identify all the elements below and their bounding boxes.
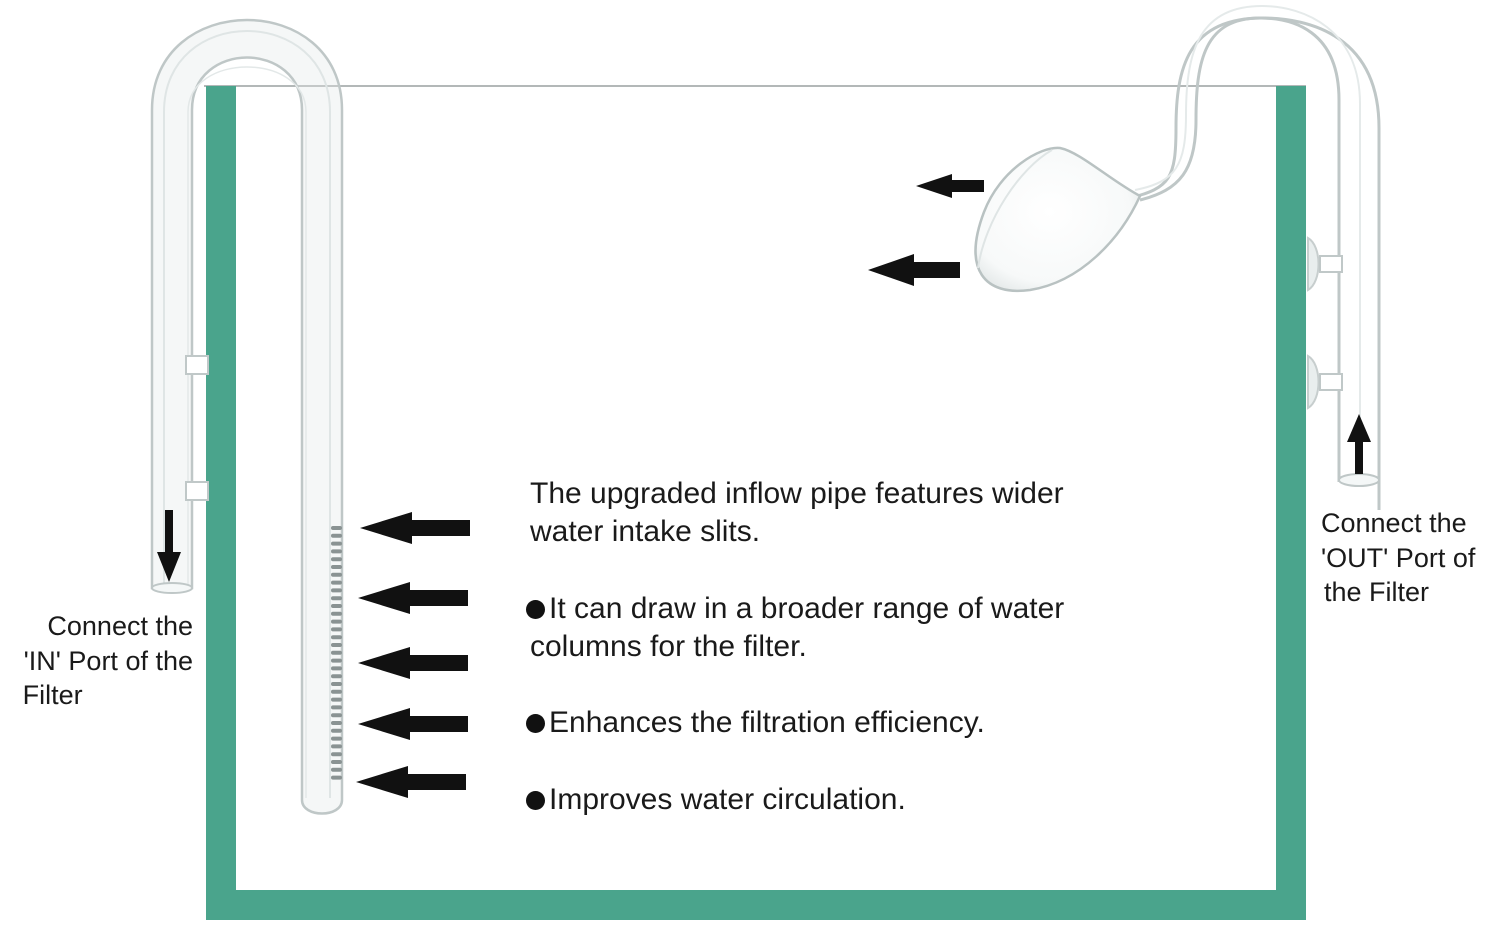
description-intro: The upgraded inflow pipe features wider … [530,475,1064,551]
outflow-pipe [974,4,1381,510]
arrow-left-icon [356,766,466,798]
intake-slit [331,572,342,577]
arrow-down-icon [157,510,181,582]
in-port-label-line-1: Connect the [47,611,193,641]
in-port-label-line-3: Filter [22,680,83,710]
intake-slit [331,588,342,593]
arrow-left-icon [868,254,960,286]
bullet-item: It can draw in a broader range of water … [526,590,1064,666]
intake-slit [331,689,342,694]
intake-slit [331,682,342,686]
arrow-up-icon [1347,414,1371,474]
arrow-left-icon [916,174,984,198]
intake-slit [331,736,342,741]
intake-slit [331,752,342,757]
intake-slit [331,533,342,538]
intake-slit [331,635,342,640]
bullet-dot-icon [526,600,545,619]
intake-slit [331,697,342,702]
description-intro-line-2: water intake slits. [530,515,761,548]
description-intro-line-1: The upgraded inflow pipe features wider [530,477,1064,510]
intake-slit [331,565,342,569]
bullet-dot-icon [526,791,545,810]
intake-slit [331,674,342,679]
out-port-label-line-1: Connect the [1321,508,1467,538]
intake-slit [331,627,342,632]
out-port-label: Connect the 'OUT' Port of the Filter [1321,506,1475,610]
intake-slit [331,526,342,530]
arrow-left-icon [358,647,468,679]
intake-slits [331,526,342,780]
bullet-item: Enhances the filtration efficiency. [526,704,985,742]
intake-slit [331,596,342,601]
in-port-label: Connect the 'IN' Port of the Filter [22,609,193,713]
bullet-text-line-1: Enhances the filtration efficiency. [549,706,985,739]
intake-slit [331,580,342,585]
bullet-text-line-2: columns for the filter. [530,630,807,663]
out-port-label-line-3: the Filter [1324,577,1430,607]
intake-slit [331,604,342,608]
intake-slit [331,666,342,671]
intake-slit [331,721,342,725]
in-port-label-line-2: 'IN' Port of the [23,645,193,676]
intake-slit [331,650,342,655]
intake-slit [331,728,342,733]
intake-slit [331,541,342,546]
arrow-left-icon [358,708,468,740]
intake-slit [331,643,342,647]
bullet-text-line-1: It can draw in a broader range of water [549,592,1065,625]
inflow-pipe [150,18,344,815]
intake-slit [331,557,342,562]
bullet-item: Improves water circulation. [526,781,906,819]
intake-slit [331,760,342,764]
arrow-left-icon [358,582,468,614]
intake-slit [331,744,342,749]
intake-slit [331,658,342,663]
intake-slit [331,775,342,780]
intake-slit [331,611,342,616]
intake-slit [331,619,342,624]
bullet-text-line-1: Improves water circulation. [549,783,906,816]
bullet-dot-icon [526,714,545,733]
intake-slit [331,767,342,772]
intake-slit [331,549,342,554]
intake-slit [331,705,342,710]
out-port-label-line-2: 'OUT' Port of [1321,542,1476,573]
arrow-left-icon [360,512,470,544]
intake-slit [331,713,342,718]
